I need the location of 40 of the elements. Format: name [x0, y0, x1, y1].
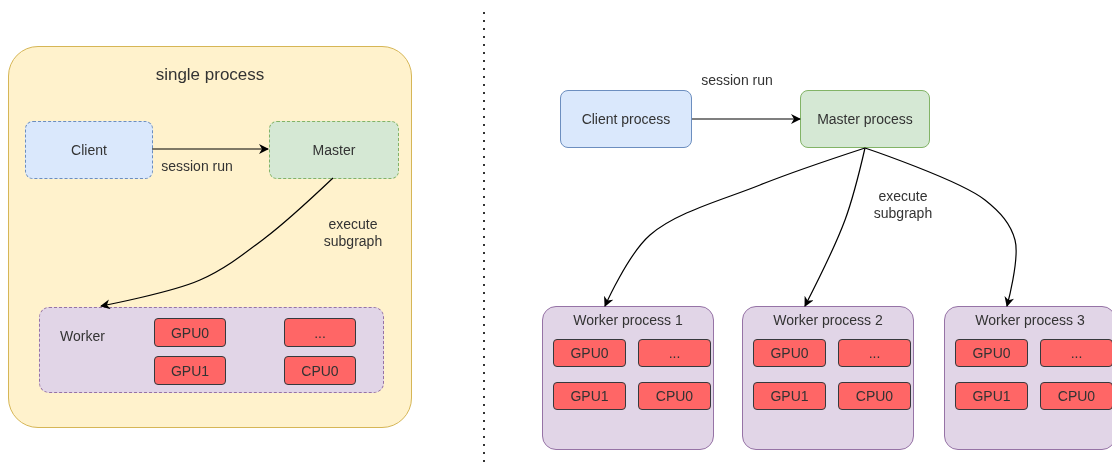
worker-box	[944, 306, 1112, 450]
arrow	[691, 114, 801, 124]
client-box: Client process	[560, 90, 692, 148]
device-box: GPU0	[154, 318, 226, 347]
master-box: Master	[269, 121, 399, 179]
device-box: GPU0	[553, 339, 626, 367]
node-title: Worker process 2	[772, 312, 884, 329]
node-title: Worker process 3	[974, 312, 1086, 329]
device-box: ...	[838, 339, 911, 367]
device-box: ...	[1040, 339, 1112, 367]
device-box: CPU0	[284, 356, 356, 385]
device-box: GPU1	[753, 382, 826, 410]
edge-label: execute subgraph	[872, 188, 934, 222]
worker-box	[39, 307, 384, 393]
worker-box	[742, 306, 914, 450]
device-box: CPU0	[1040, 382, 1112, 410]
node-title: Worker process 1	[572, 312, 684, 329]
device-box: GPU1	[154, 356, 226, 385]
device-box: CPU0	[838, 382, 911, 410]
device-box: ...	[284, 318, 356, 347]
arrow	[100, 177, 334, 310]
node-title: Worker	[60, 328, 105, 345]
worker-box	[542, 306, 714, 450]
device-box: GPU0	[955, 339, 1028, 367]
device-box: ...	[638, 339, 711, 367]
device-box: CPU0	[638, 382, 711, 410]
arrow	[151, 144, 269, 154]
process-container	[8, 46, 412, 428]
device-box: GPU1	[553, 382, 626, 410]
edge-label: session run	[160, 158, 234, 175]
device-box: GPU0	[753, 339, 826, 367]
arrow	[604, 147, 866, 307]
node-title: single process	[154, 65, 266, 85]
edge-label: session run	[700, 72, 774, 89]
client-box: Client	[25, 121, 153, 179]
master-box: Master process	[800, 90, 930, 148]
arrow	[864, 147, 1017, 307]
device-box: GPU1	[955, 382, 1028, 410]
arrow	[804, 147, 866, 307]
edge-label: execute subgraph	[322, 216, 384, 250]
